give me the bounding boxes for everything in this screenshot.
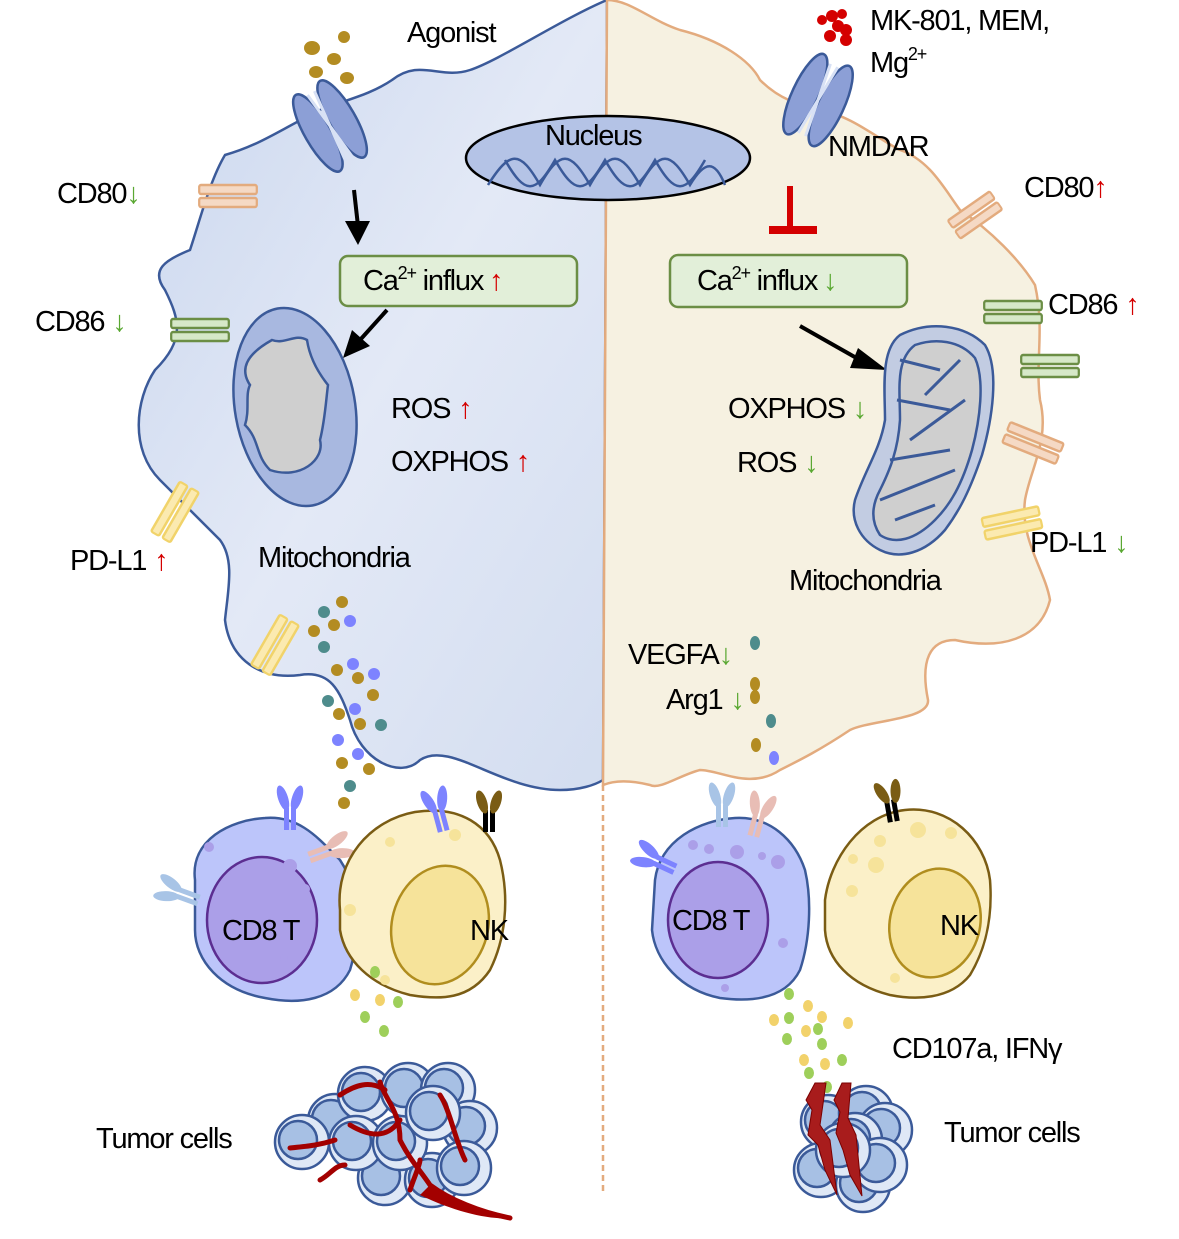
left-ca-influx-box: Ca2+ influx↑ [338, 254, 579, 308]
vegfa-label: VEGFA↓ [628, 639, 732, 671]
lightning-icon [805, 1082, 863, 1197]
left-pdl1-label: PD-L1↑ [70, 545, 168, 577]
left-tumor-cluster [273, 1061, 499, 1209]
right-pdl1-label: PD-L1↓ [1030, 527, 1128, 559]
left-ros-label: ROS↑ [391, 393, 472, 425]
cytotoxic-markers-label: CD107a, IFNγ [892, 1033, 1063, 1065]
right-ca-influx-box: Ca2+ influx↓ [668, 253, 909, 309]
svg-text:Ca2+ influx↓: Ca2+ influx↓ [697, 263, 836, 297]
antagonist-label-line1: MK-801, MEM, [870, 5, 1049, 37]
right-mitochondria-icon [852, 325, 995, 556]
antagonist-label-line2: Mg2+ [870, 44, 927, 79]
left-nk-label: NK [470, 915, 510, 947]
left-oxphos-label: OXPHOS↑ [391, 446, 529, 478]
left-cytotoxic-granules [350, 966, 403, 1037]
arrow-receptor-to-ca [345, 189, 370, 245]
right-tumor-label: Tumor cells [944, 1117, 1080, 1149]
left-cd8-t-label: CD8 T [222, 915, 301, 947]
agonist-label: Agonist [407, 17, 496, 49]
nucleus-label: Nucleus [545, 120, 642, 152]
right-nk-cell [823, 808, 992, 999]
right-oxphos-label: OXPHOS↓ [728, 393, 866, 425]
arrow-ca-to-mito-left [343, 308, 389, 358]
right-mitochondria-label: Mitochondria [789, 565, 943, 597]
left-nk-receptor-icon [475, 790, 503, 832]
right-nk-label: NK [940, 910, 980, 942]
left-nk-cell [338, 809, 507, 999]
left-cd86-label: CD86↓ [35, 306, 126, 338]
nmdar-label: NMDAR [828, 131, 929, 163]
left-mitochondria-icon [232, 306, 358, 508]
arg1-label: Arg1↓ [666, 684, 744, 716]
agonist-molecules [304, 31, 354, 84]
left-tumor-vessel-trunk [420, 1185, 510, 1219]
right-cd8-t-label: CD8 T [672, 905, 751, 937]
inhibition-icon [769, 186, 817, 234]
left-mitochondria-label: Mitochondria [258, 542, 412, 574]
left-secreted-factors [308, 596, 387, 809]
right-nk-receptor-icon [873, 778, 901, 823]
right-cd80-label: CD80↑ [1024, 172, 1107, 204]
left-tumor-label: Tumor cells [96, 1123, 232, 1155]
arrow-ca-to-mito-right [799, 324, 887, 370]
left-cd80-label: CD80↓ [57, 178, 140, 210]
right-cd86-label: CD86↑ [1048, 289, 1139, 321]
antagonist-molecules [817, 9, 852, 46]
right-cytotoxic-granules [769, 988, 853, 1093]
left-cd8-t-cell [193, 816, 359, 1003]
nucleus [464, 114, 752, 202]
right-secreted-factors [750, 636, 779, 765]
right-ros-label: ROS↓ [737, 447, 818, 479]
svg-text:Ca2+ influx↑: Ca2+ influx↑ [363, 263, 502, 297]
right-cd8-t-cell [650, 816, 811, 1001]
